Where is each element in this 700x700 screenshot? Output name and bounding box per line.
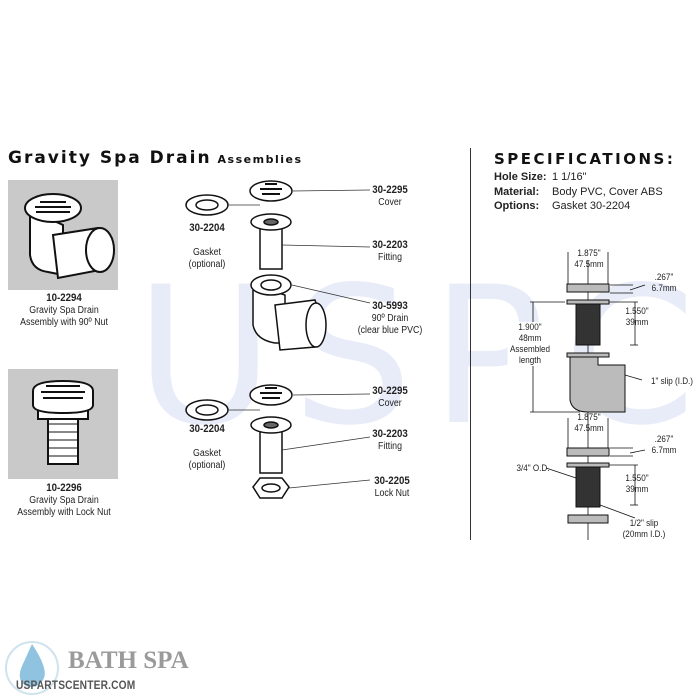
desc: Gravity Spa Drain xyxy=(29,495,99,506)
assembly-label-1: 10-2294 Gravity Spa Drain Assembly with … xyxy=(8,292,121,329)
elbow-section xyxy=(569,356,626,413)
part-name: Lock Nut xyxy=(374,488,410,499)
dim-od: 3/4" O.D. xyxy=(516,463,550,473)
divider xyxy=(470,148,471,540)
fitting-section xyxy=(575,303,601,346)
spec-key: Material: xyxy=(494,186,540,198)
dim-value: 1.550" xyxy=(625,306,649,316)
spec-row: Hole Size: 1 1/16" xyxy=(494,171,587,183)
dim-value: 6.7mm xyxy=(651,283,677,293)
dim-value: Assembled xyxy=(509,344,551,354)
dim-value: 47.5mm xyxy=(574,259,604,269)
dimension-drawing xyxy=(530,252,646,540)
spec-value: 1 1/16" xyxy=(552,171,587,183)
dim-value: 39mm xyxy=(625,317,649,327)
cover-icon xyxy=(249,180,293,202)
exploded-parts-drawing xyxy=(185,180,371,499)
spec-row: Options: Gasket 30-2204 xyxy=(494,200,630,212)
straight-drain-icon xyxy=(32,379,94,465)
dim-value: 1/2" slip xyxy=(629,518,659,528)
dim-width-top: 1.875"47.5mm xyxy=(567,248,612,270)
dim-value: 1.550" xyxy=(625,473,649,483)
dim-value: 39mm xyxy=(625,484,649,494)
part-name: Cover xyxy=(378,398,402,409)
part-name: Gasket xyxy=(193,448,221,459)
dim-fitting-bottom: 1.550"39mm xyxy=(615,473,660,495)
dim-cover-bottom: .267"6.7mm xyxy=(646,434,682,456)
part-name: Fitting xyxy=(378,441,402,452)
dim-value: 6.7mm xyxy=(651,445,677,455)
part-number: 30-2204 xyxy=(189,423,225,435)
spec-key: Options: xyxy=(494,200,540,212)
page-title: Gravity Spa Drain Assemblies xyxy=(8,148,303,168)
dim-value: 1.875" xyxy=(577,412,601,422)
dim-value: 48mm xyxy=(518,333,542,343)
part-number: 30-2295 xyxy=(372,184,408,196)
spec-key: Hole Size: xyxy=(494,171,547,183)
title-sub: Assemblies xyxy=(217,153,303,166)
assembly-image-90-nut xyxy=(8,180,118,290)
gasket-label-bottom: 30-2204 Gasket (optional) xyxy=(181,423,234,472)
spec-value: Gasket 30-2204 xyxy=(552,200,631,212)
part-number: 30-2203 xyxy=(372,428,408,440)
dim-value: 1.875" xyxy=(577,248,601,258)
part-number: 30-2204 xyxy=(189,222,225,234)
dim-value: 47.5mm xyxy=(574,423,604,433)
dim-value: .267" xyxy=(654,434,674,444)
spec-value: Body PVC, Cover ABS xyxy=(552,186,663,198)
title-main: Gravity Spa Drain xyxy=(8,148,212,168)
dim-value: (20mm I.D.) xyxy=(622,529,666,539)
desc: Gravity Spa Drain xyxy=(29,305,99,316)
specifications-title: SPECIFICATIONS: xyxy=(494,150,676,168)
logo-name: BATH SPA xyxy=(68,647,189,674)
dim-value: .267" xyxy=(654,272,674,282)
assembly-label-2: 10-2296 Gravity Spa Drain Assembly with … xyxy=(8,482,121,519)
spec-row: Material: Body PVC, Cover ABS xyxy=(494,186,663,198)
water-drop-logo-icon xyxy=(5,641,59,695)
part-number: 30-2295 xyxy=(372,385,408,397)
dim-slip-top: 1" slip (I.D.) xyxy=(650,376,694,386)
gasket-label-top: 30-2204 Gasket (optional) xyxy=(181,222,234,271)
part-note: (clear blue PVC) xyxy=(357,325,423,336)
part-name: 90º Drain xyxy=(371,313,409,324)
dim-value: length xyxy=(518,355,542,365)
part-note: (optional) xyxy=(188,259,226,270)
logo-url: USPARTSCENTER.COM xyxy=(16,678,136,692)
part-number: 30-2205 xyxy=(374,475,410,487)
part-name: Gasket xyxy=(193,247,221,258)
dim-width-bottom: 1.875"47.5mm xyxy=(567,412,612,434)
part-name: Cover xyxy=(378,197,402,208)
part-number: 30-2203 xyxy=(372,239,408,251)
elbow-drain-icon xyxy=(24,193,115,280)
part-number: 10-2294 xyxy=(46,292,82,304)
dim-value: 1.900" xyxy=(518,322,542,332)
dim-fitting-top: 1.550"39mm xyxy=(615,306,660,328)
desc: Assembly with 90º Nut xyxy=(20,317,108,328)
dim-cover-top: .267"6.7mm xyxy=(646,272,682,294)
part-note: (optional) xyxy=(188,460,226,471)
assembly-image-lock-nut xyxy=(8,369,118,479)
part-number: 10-2296 xyxy=(46,482,82,494)
cover-section xyxy=(566,283,610,293)
part-name: Fitting xyxy=(378,252,402,263)
desc: Assembly with Lock Nut xyxy=(17,507,111,518)
dim-slip-bottom: 1/2" slip(20mm I.D.) xyxy=(617,518,671,540)
locknut-section xyxy=(567,514,609,524)
part-number: 30-5993 xyxy=(372,300,408,312)
